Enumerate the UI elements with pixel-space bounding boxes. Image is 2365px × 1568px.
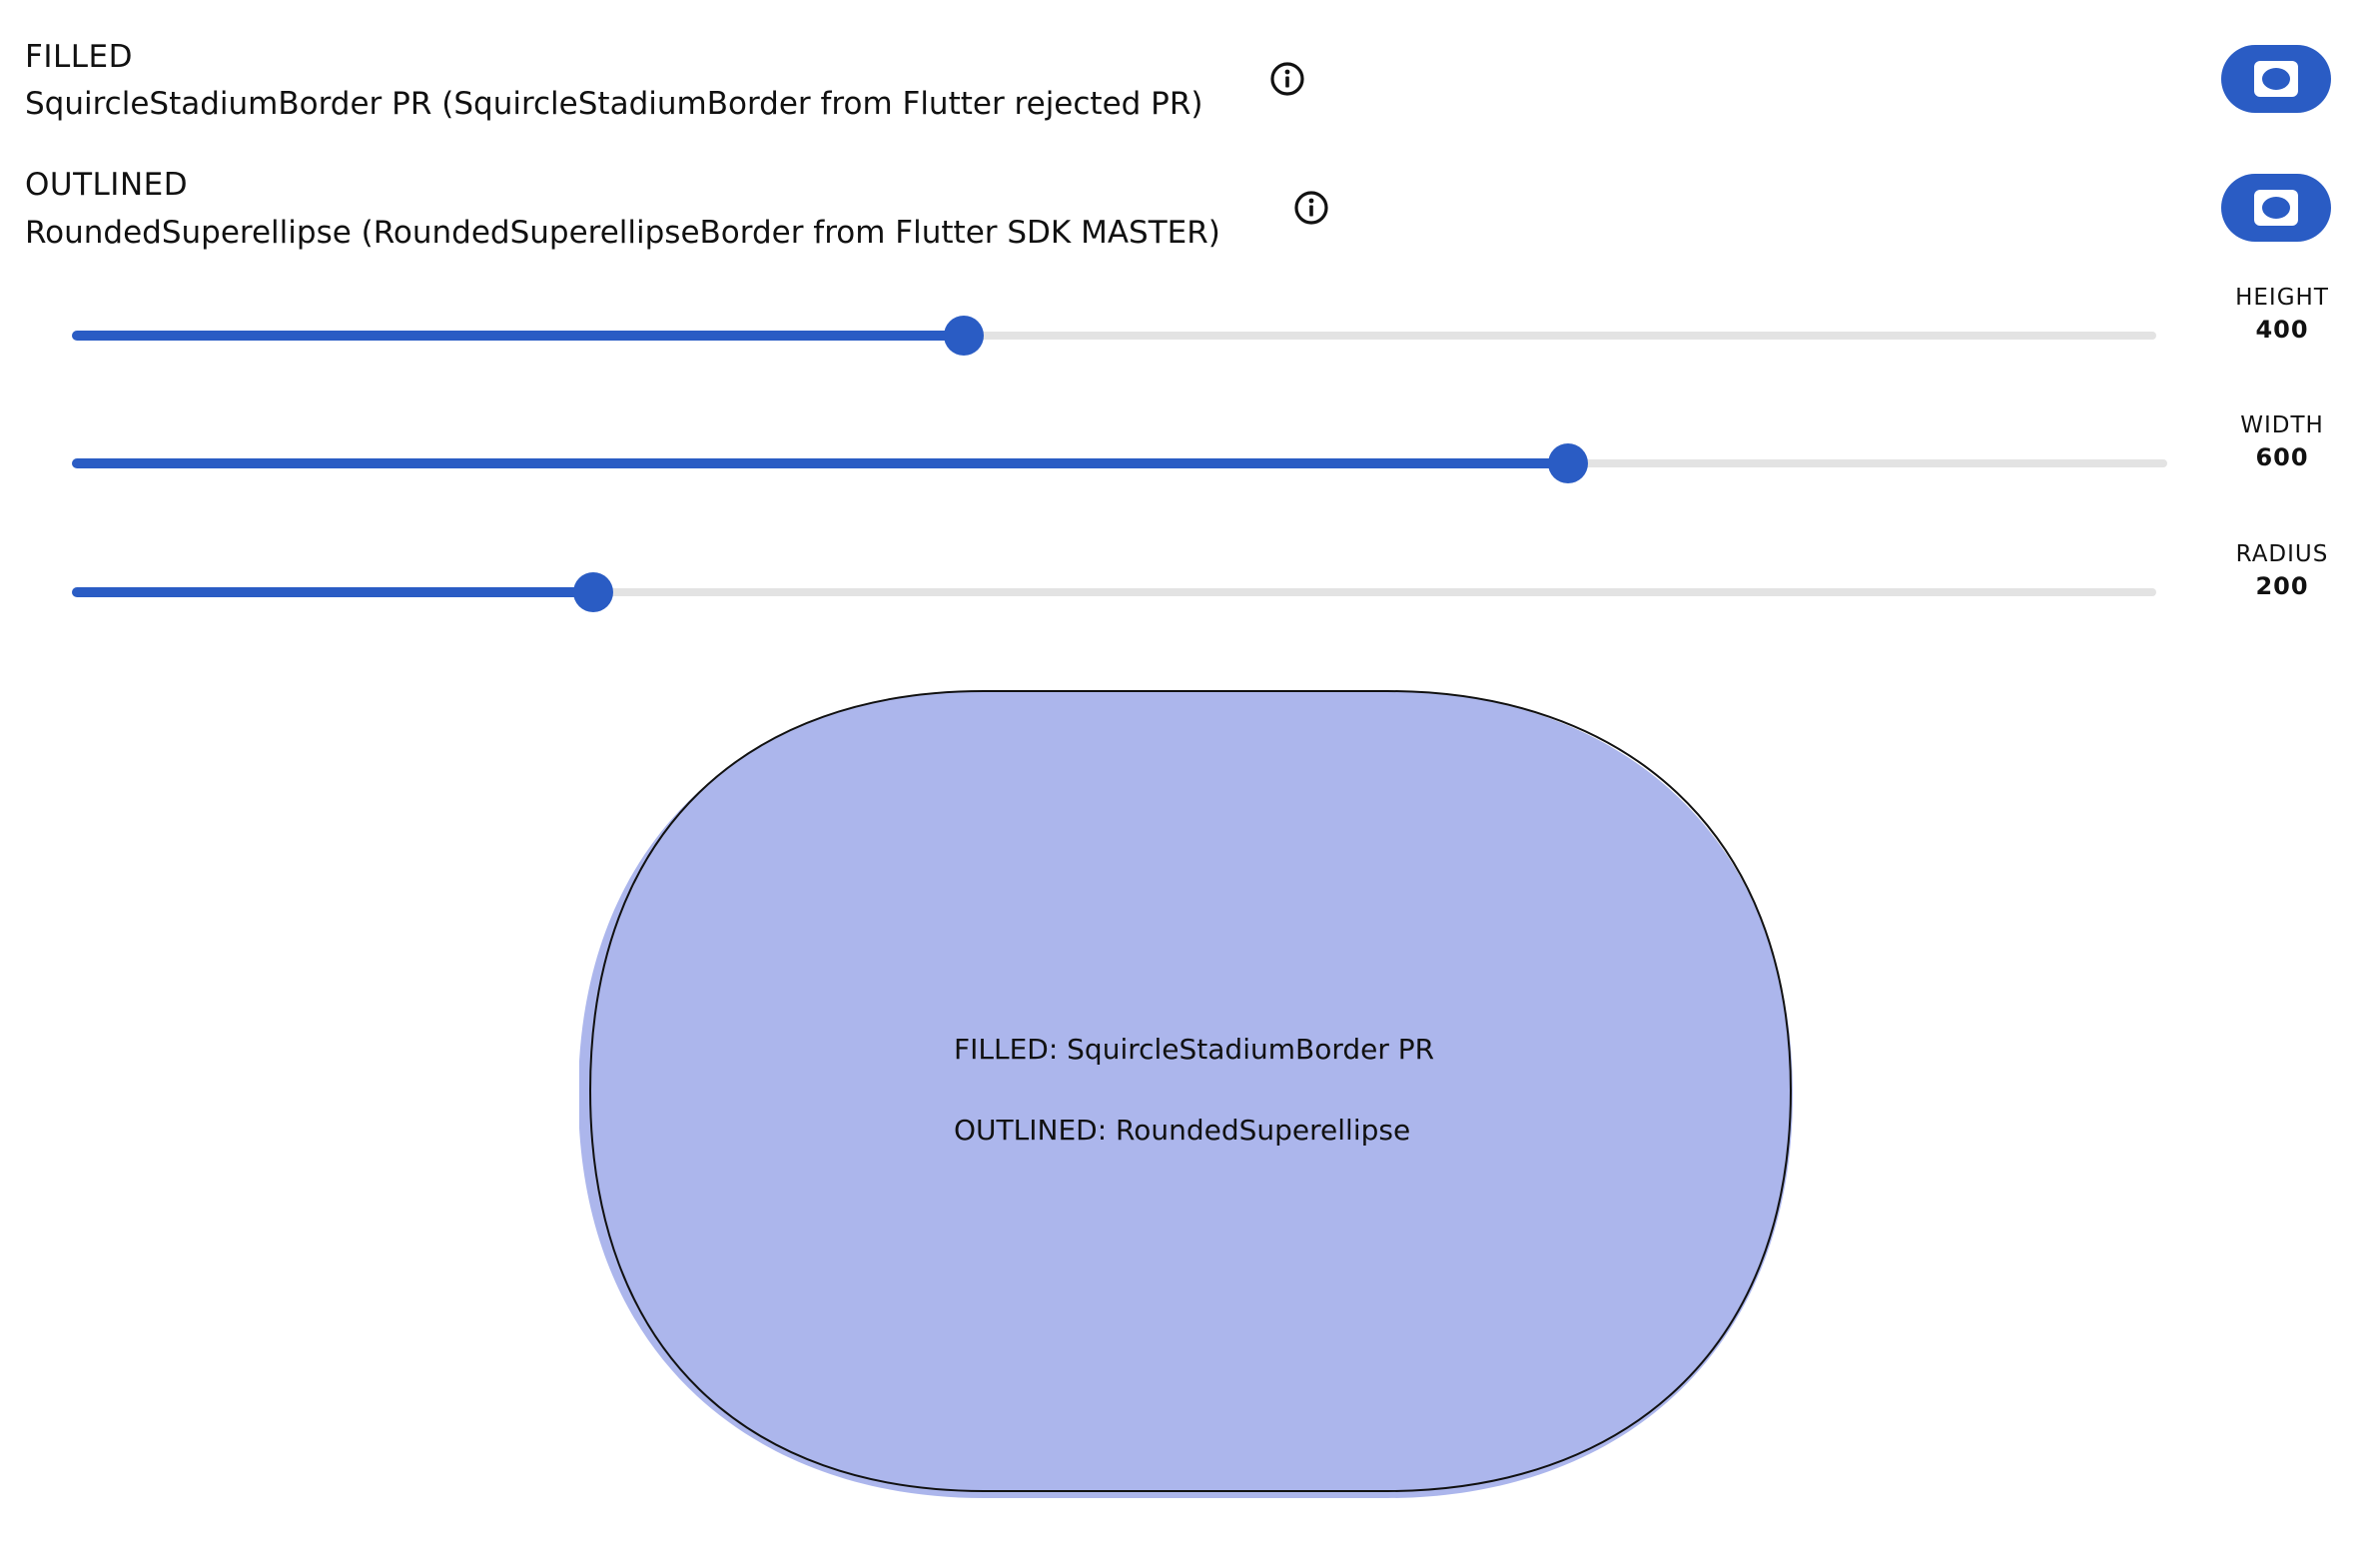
info-icon[interactable] [1269, 61, 1305, 97]
width-value: 600 [2255, 443, 2309, 471]
slider-active-track [72, 587, 593, 597]
radius-readout: RADIUS 200 [2212, 541, 2352, 600]
filled-label: FILLED [25, 39, 133, 75]
height-slider[interactable] [72, 316, 2156, 356]
slider-active-track [72, 331, 964, 341]
height-readout: HEIGHT 400 [2212, 285, 2352, 344]
preview-filled-text: FILLED: SquircleStadiumBorder PR [954, 1033, 1435, 1066]
filled-squircle-shape [579, 691, 1793, 1498]
width-readout: WIDTH 600 [2212, 412, 2352, 471]
width-slider[interactable] [72, 443, 2167, 483]
shape-preview [579, 690, 1793, 1498]
info-icon[interactable] [1293, 190, 1329, 226]
height-value: 400 [2255, 316, 2309, 344]
slider-track [72, 332, 2156, 340]
outlined-label: OUTLINED [25, 167, 189, 203]
outlined-description: RoundedSuperellipse (RoundedSuperellipse… [25, 215, 1220, 251]
slider-active-track [72, 458, 1568, 468]
slider-track [72, 588, 2156, 596]
outlined-superellipse-shape [588, 690, 1793, 1492]
outlined-toggle-button[interactable] [2221, 174, 2331, 242]
radius-slider[interactable] [72, 572, 2156, 612]
slider-thumb[interactable] [1547, 443, 1588, 483]
radius-value: 200 [2255, 572, 2309, 600]
slider-thumb[interactable] [943, 316, 984, 356]
filled-toggle-button[interactable] [2221, 45, 2331, 113]
slider-thumb[interactable] [572, 572, 613, 612]
rounded-rect-shape-icon [2254, 190, 2298, 226]
filled-description: SquircleStadiumBorder PR (SquircleStadiu… [25, 86, 1203, 122]
preview-outlined-text: OUTLINED: RoundedSuperellipse [954, 1114, 1411, 1147]
rounded-rect-shape-icon [2254, 61, 2298, 97]
width-label: WIDTH [2240, 412, 2324, 438]
height-label: HEIGHT [2235, 285, 2329, 311]
radius-label: RADIUS [2235, 541, 2329, 567]
